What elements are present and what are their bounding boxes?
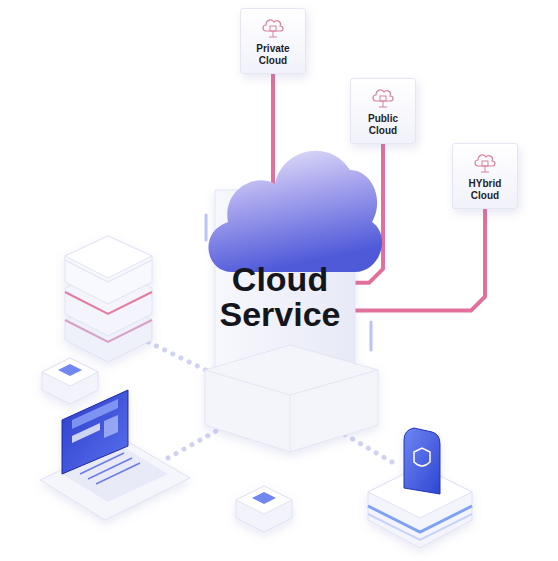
card-label: HYbrid Cloud <box>459 178 511 201</box>
service-title: Cloud Service <box>205 262 355 331</box>
cloud-card: Public Cloud <box>350 78 416 144</box>
service-label: Cloud Service <box>205 262 355 331</box>
server-stack <box>65 236 152 362</box>
lock-icon <box>270 26 276 31</box>
lock-icon <box>482 161 488 166</box>
cloud-shape <box>208 151 382 272</box>
cloud-icon-outline <box>373 90 393 101</box>
cloud-icon <box>472 150 498 174</box>
cloud-card: HYbrid Cloud <box>452 143 518 209</box>
cloud-icon-outline <box>263 20 283 31</box>
cloud-icon <box>260 15 286 39</box>
card-label: Private Cloud <box>247 43 299 66</box>
icon-stem <box>269 31 277 37</box>
laptop <box>40 390 190 520</box>
accent-bar <box>206 215 371 350</box>
icon-stem <box>481 166 489 172</box>
cloud-icon-outline <box>475 155 495 166</box>
phone-stand <box>368 428 472 548</box>
icon-stem <box>379 101 387 107</box>
lock-icon <box>380 96 386 101</box>
card-label: Public Cloud <box>357 113 409 136</box>
cloud-card: Private Cloud <box>240 8 306 74</box>
small-box <box>42 358 292 532</box>
cloud-icon <box>370 85 396 109</box>
